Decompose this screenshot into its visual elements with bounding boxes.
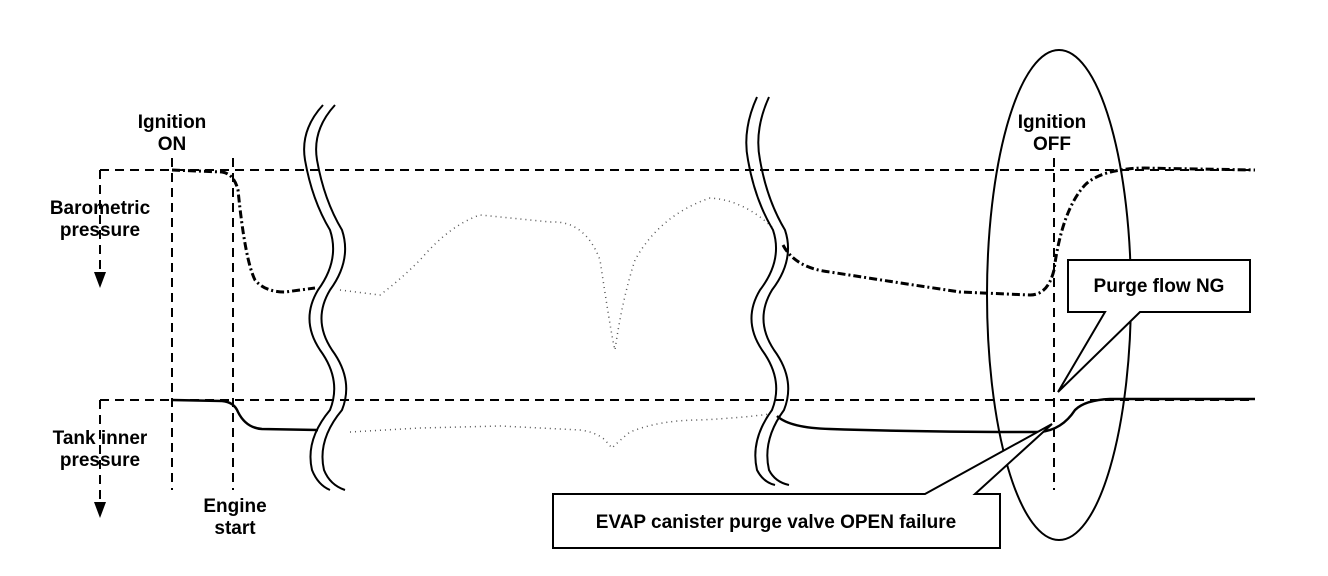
- barometric-faded-trace: [339, 197, 776, 351]
- barometric-down-arrow: [94, 170, 106, 288]
- tank-label-line1: Tank inner: [53, 428, 148, 449]
- tank-faded-trace: [349, 413, 771, 450]
- tank-down-arrow: [94, 400, 106, 518]
- barometric-label-line2: pressure: [60, 220, 140, 241]
- ignition-on-label-line2: ON: [158, 134, 187, 155]
- ignition-on-label-line1: Ignition: [138, 112, 207, 133]
- axis-break-left: [303, 104, 348, 491]
- purge-flow-text: Purge flow NG: [1094, 276, 1225, 297]
- engine-start-label-line1: Engine: [203, 496, 266, 517]
- purge-flow-callout: Purge flow NG: [1057, 259, 1251, 393]
- axis-break-right: [745, 96, 790, 486]
- barometric-pressure-curve-end: [781, 166, 1256, 297]
- evap-failure-callout: EVAP canister purge valve OPEN failure: [552, 423, 1053, 549]
- evap-failure-text: EVAP canister purge valve OPEN failure: [596, 512, 956, 533]
- barometric-label-line1: Barometric: [50, 198, 151, 219]
- engine-start-label-line2: start: [214, 518, 256, 539]
- tank-pressure-curve-start: [171, 398, 319, 432]
- ignition-off-label-line2: OFF: [1033, 134, 1071, 155]
- barometric-pressure-curve-start: [171, 168, 316, 294]
- ignition-off-label-line1: Ignition: [1018, 112, 1087, 133]
- tank-label-line2: pressure: [60, 450, 140, 471]
- tank-pressure-curve-end: [776, 397, 1255, 434]
